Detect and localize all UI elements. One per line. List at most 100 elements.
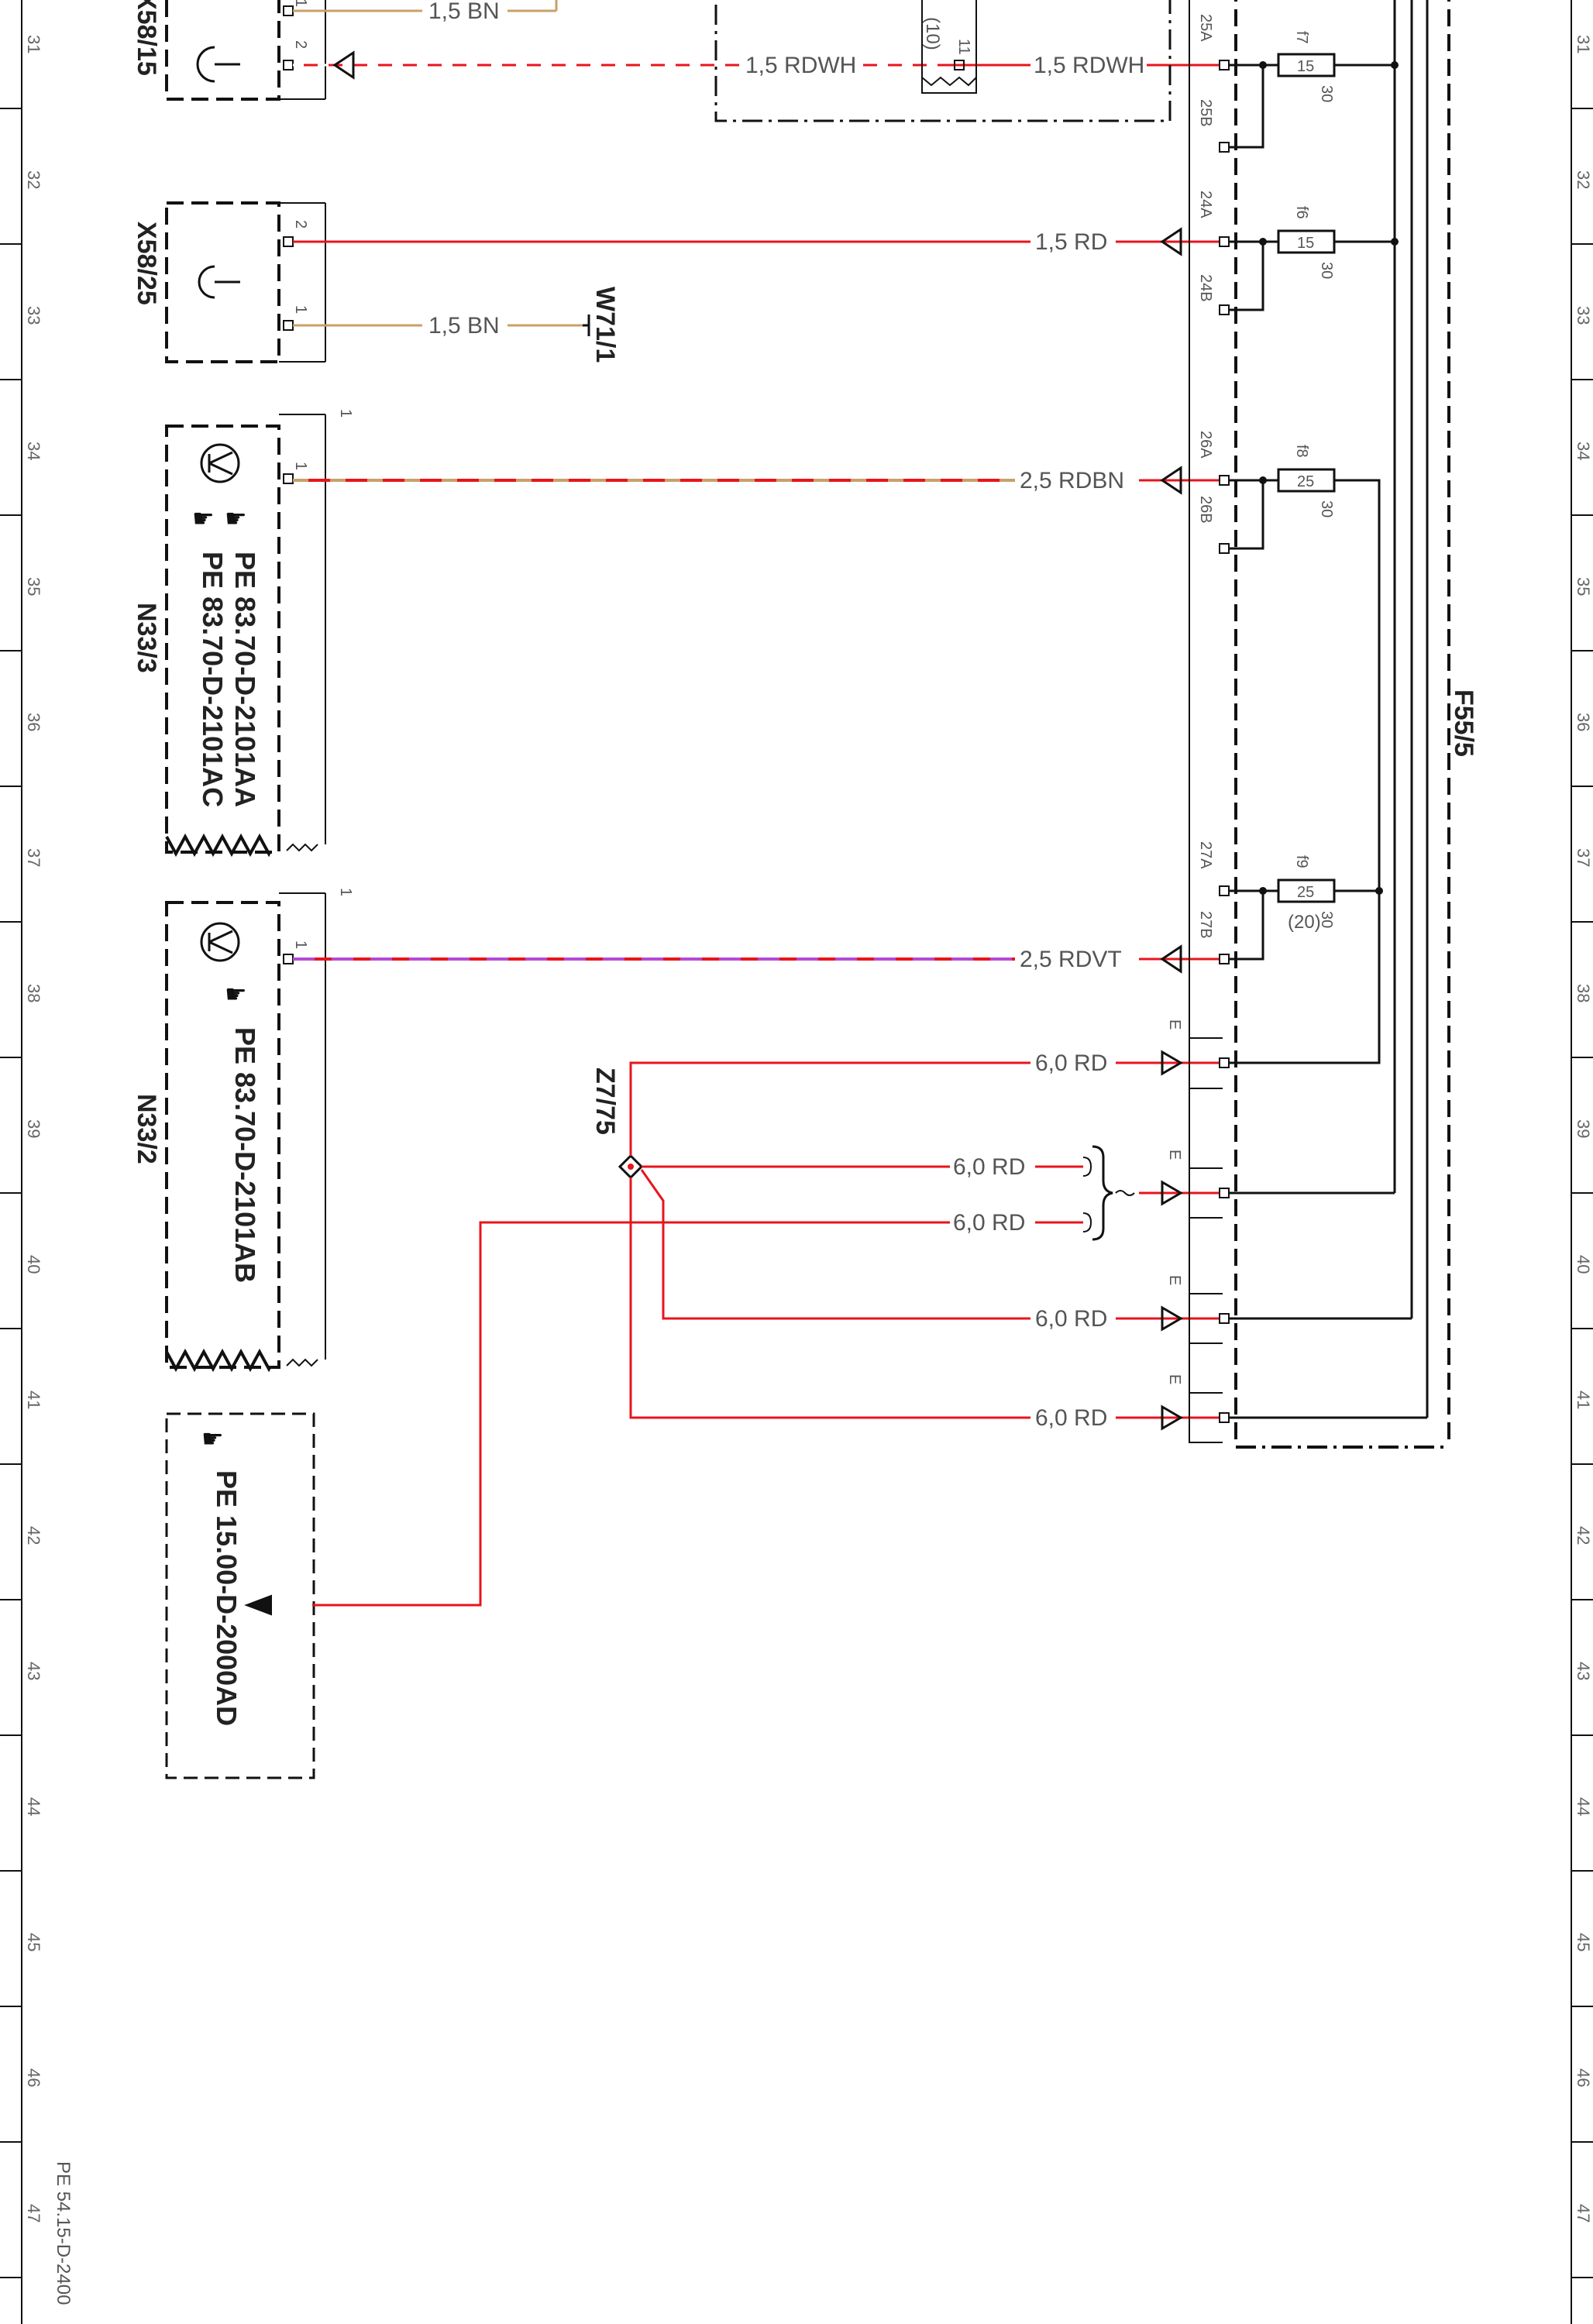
ruler-row-38-r: 38 <box>1574 984 1593 1002</box>
z7-75-splice: Z7/75 <box>590 1067 644 1180</box>
pin-27a: 27A <box>1197 841 1214 869</box>
terminal-e-group: E E E E <box>1166 1019 1223 1443</box>
wire-rdwh-right-label: 1,5 RDWH <box>1034 53 1144 78</box>
wire-60-rd-5-label: 6,0 RD <box>1035 1405 1107 1431</box>
fuse-f6: 15 f6 30 24A 24B <box>1197 191 1336 311</box>
ruler-row-33-r: 33 <box>1574 306 1593 325</box>
ruler-row-46: 46 <box>24 2068 43 2087</box>
transistor-icon <box>200 922 240 962</box>
connector-pin-11: 11 <box>955 39 972 55</box>
fuse-f9: 25 f9 30 (20) 27A 27B <box>1197 841 1336 961</box>
n33-2-pin-1: 1 <box>292 940 309 949</box>
upper-module-box <box>714 0 1172 122</box>
n33-3-module: 1 1 ☛ ☛ PE 83.70-D-2101AA PE 83.70-D-210… <box>132 409 354 858</box>
ruler-row-43: 43 <box>24 1662 43 1680</box>
terminal-e-2: E <box>1166 1150 1183 1160</box>
transistor-icon <box>200 443 240 483</box>
svg-text:☛: ☛ <box>192 504 215 532</box>
wire-60-rd-5: 6,0 RD <box>629 1177 1223 1431</box>
wire-60-rd-4-label: 6,0 RD <box>1035 1306 1107 1332</box>
ruler-row-35-r: 35 <box>1574 577 1593 596</box>
z7-75-label: Z7/75 <box>590 1067 620 1135</box>
footer-reference: PE 54.15-D-2400 <box>53 2161 74 2305</box>
ruler-row-34-r: 34 <box>1574 442 1593 460</box>
pin-27b: 27B <box>1197 911 1214 939</box>
wire-rdvt: 2,5 RDVT <box>293 944 1223 974</box>
ruler-row-44-r: 44 <box>1574 1797 1593 1816</box>
x58-25-label: X58/25 <box>132 222 161 305</box>
ruler-row-32: 32 <box>24 170 43 189</box>
n33-2-ref-a: PE 83.70-D-2101AB <box>229 1027 261 1283</box>
fuse-f7-name: f7 <box>1293 31 1310 44</box>
svg-text:☛: ☛ <box>201 1425 224 1452</box>
wire-rdbn-label: 2,5 RDBN <box>1020 468 1124 493</box>
x58-15-pin-2: 2 <box>292 40 309 49</box>
n33-2-pin-top: 1 <box>337 888 354 896</box>
pointing-hand-icon: ☛ <box>225 980 247 1008</box>
ruler-row-33: 33 <box>24 306 43 325</box>
f55-5-fuse-block: F55/5 <box>1189 0 1478 1449</box>
ruler-row-32-r: 32 <box>1574 170 1593 189</box>
connector-pin-10: (10) <box>922 17 943 50</box>
ruler-row-45: 45 <box>24 1933 43 1951</box>
terminal-e-3: E <box>1166 1275 1183 1285</box>
ruler-row-42: 42 <box>24 1526 43 1545</box>
pointing-hand-icon: ☛ <box>192 504 215 532</box>
wire-60-rd-2: 6,0 RD <box>642 1154 1092 1180</box>
wire-60-rd-2-label: 6,0 RD <box>953 1154 1025 1180</box>
ruler-row-37: 37 <box>24 848 43 867</box>
ruler-row-31: 31 <box>24 35 43 53</box>
ruler-labels-left: 31 32 33 34 35 36 37 38 39 40 41 42 43 4… <box>24 35 43 2223</box>
fuse-f7: 15 f7 30 25A 25B <box>1197 14 1336 149</box>
ruler-row-31-r: 31 <box>1574 35 1593 53</box>
pin-26a: 26A <box>1197 431 1214 459</box>
x58-15-pin-1: 1 <box>292 0 309 7</box>
ruler-row-35: 35 <box>24 577 43 596</box>
fuse-f6-name: f6 <box>1293 206 1310 219</box>
wire-60-rd-1: 6,0 RD <box>629 1050 1223 1156</box>
wire-bn-top: 1,5 BN <box>293 0 558 24</box>
wire-60-rd-3: 6,0 RD <box>312 1210 1092 1607</box>
ruler-labels-right: 31 32 33 34 35 36 37 38 39 40 41 42 43 4… <box>1574 35 1593 2223</box>
fuse-f8-rating: 25 <box>1297 473 1314 490</box>
ruler-left <box>0 0 22 2324</box>
wire-rdvt-label: 2,5 RDVT <box>1020 947 1122 972</box>
wire-rd-x58-25: 1,5 RD <box>293 227 1223 256</box>
x58-15-label: X58/15 <box>132 0 161 76</box>
pin-24b: 24B <box>1197 274 1214 302</box>
wire-bn-x58-25-label: 1,5 BN <box>428 313 500 339</box>
fuse-f6-rating: 15 <box>1297 235 1314 252</box>
n33-3-ref-b: PE 83.70-D-2101AC <box>197 552 229 807</box>
n33-2-label: N33/2 <box>132 1094 161 1164</box>
ruler-row-40: 40 <box>24 1255 43 1274</box>
terminal-e-4: E <box>1166 1374 1183 1384</box>
ruler-row-42-r: 42 <box>1574 1526 1593 1545</box>
x58-25-pin-1: 1 <box>292 305 309 314</box>
pin-24a: 24A <box>1197 191 1214 218</box>
ruler-row-41: 41 <box>24 1391 43 1409</box>
fuse-f9-term: 30 <box>1318 911 1335 928</box>
fuse-f9-rating: 25 <box>1297 884 1314 901</box>
ruler-row-44: 44 <box>24 1797 43 1816</box>
wire-60-rd-4: 6,0 RD <box>640 1169 1223 1332</box>
ruler-row-43-r: 43 <box>1574 1662 1593 1680</box>
wire-bn-x58-25: 1,5 BN W71/1 <box>293 287 620 363</box>
x58-25-connector: 2 1 X58/25 <box>132 201 326 363</box>
ruler-row-39-r: 39 <box>1574 1119 1593 1138</box>
ruler-row-41-r: 41 <box>1574 1391 1593 1409</box>
fuse-f7-term: 30 <box>1318 85 1335 102</box>
pin-25b: 25B <box>1197 99 1214 127</box>
bus-bars <box>1223 0 1429 1419</box>
wire-rdwh-left-label: 1,5 RDWH <box>745 53 856 78</box>
fuse-f6-term: 30 <box>1318 262 1335 279</box>
n33-3-pin-1: 1 <box>292 462 309 470</box>
x58-15-connector: 1 2 X58/15 <box>132 0 326 101</box>
ruler-row-37-r: 37 <box>1574 848 1593 867</box>
pointing-hand-icon: ☛ <box>201 1425 224 1452</box>
n33-2-module: 1 1 ☛ PE 83.70-D-2101AB N33/2 <box>132 888 354 1373</box>
ruler-row-45-r: 45 <box>1574 1933 1593 1951</box>
fuse-f8: 25 f8 30 26A 26B <box>1197 431 1336 550</box>
pointing-hand-icon: ☛ <box>225 504 247 532</box>
ruler-row-47-r: 47 <box>1574 2204 1593 2223</box>
